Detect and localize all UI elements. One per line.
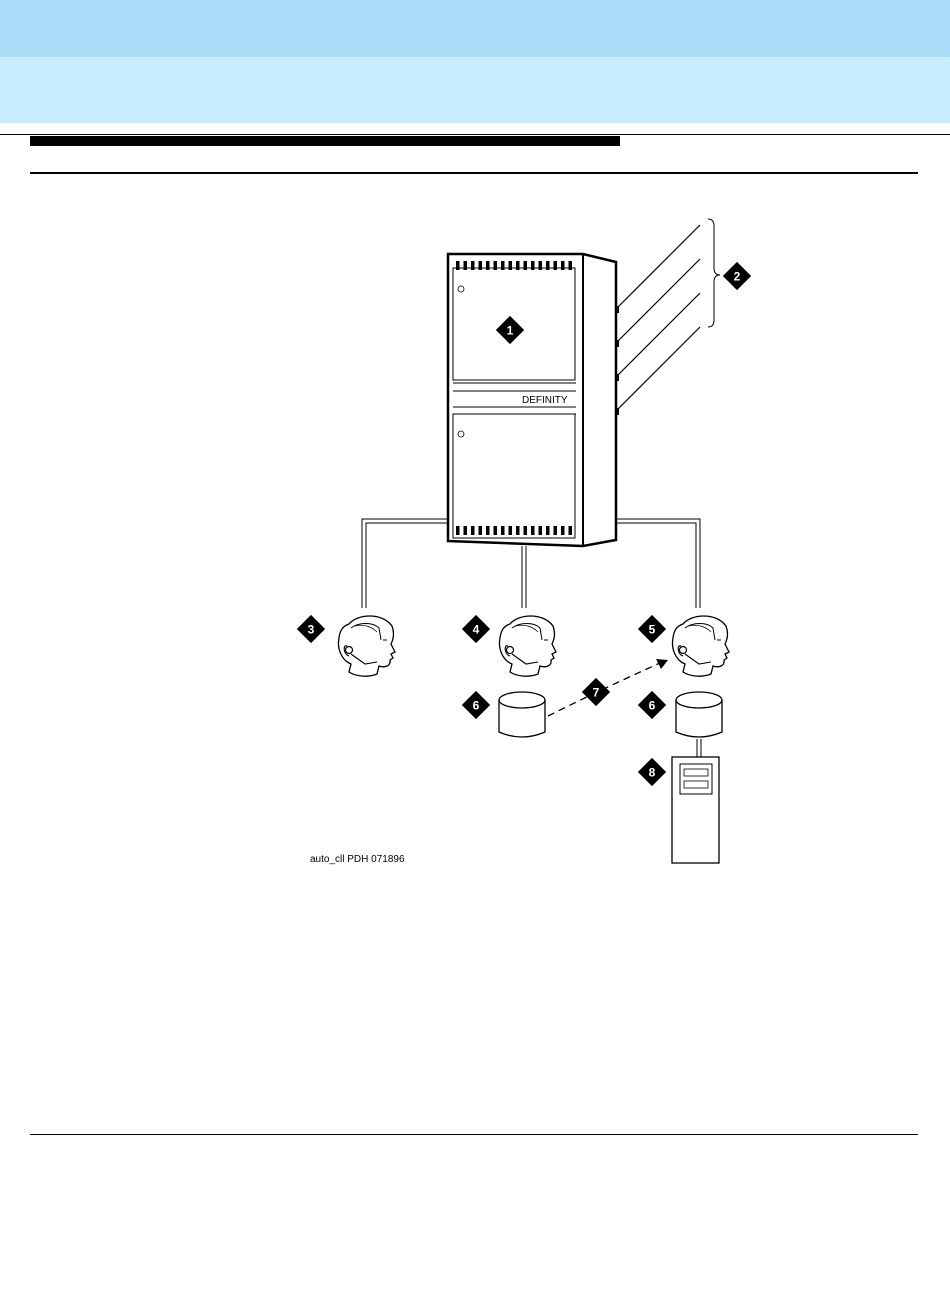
vent-slot <box>524 261 528 270</box>
vent-slot <box>494 261 498 270</box>
callout-5: 5 <box>638 615 666 643</box>
database-cylinder <box>499 692 545 737</box>
trunk-lines <box>616 225 700 411</box>
vent-slot <box>479 261 483 270</box>
callout-4: 4 <box>462 615 490 643</box>
callout-6: 6 <box>462 691 490 719</box>
callout-8: 8 <box>638 758 666 786</box>
agent-head <box>339 616 396 676</box>
vent-slot <box>501 526 505 535</box>
trunk-line <box>616 293 700 377</box>
svg-text:3: 3 <box>308 623 315 637</box>
svg-text:5: 5 <box>649 623 656 637</box>
vent-slot <box>524 526 528 535</box>
vent-slot <box>479 526 483 535</box>
vent-slot <box>494 526 498 535</box>
vent-slot <box>471 261 475 270</box>
vent-slot <box>539 526 543 535</box>
agent-head <box>673 616 730 676</box>
vent-slot <box>471 526 475 535</box>
trunk-bracket <box>708 219 720 327</box>
vent-slot <box>554 526 558 535</box>
vent-slot <box>464 261 468 270</box>
vent-slot <box>516 261 520 270</box>
svg-text:1: 1 <box>507 324 514 338</box>
vent-slot <box>509 261 513 270</box>
svg-text:6: 6 <box>649 699 656 713</box>
vent-slot <box>546 261 550 270</box>
cabinet-label: DEFINITY <box>522 395 568 406</box>
vent-slot <box>464 526 468 535</box>
vent-slot <box>531 526 535 535</box>
vent-slot <box>516 526 520 535</box>
vent-slot <box>531 261 535 270</box>
vent-slot <box>501 261 505 270</box>
callout-6: 6 <box>638 691 666 719</box>
host-computer <box>672 757 719 863</box>
vent-slot <box>509 526 513 535</box>
vent-slot <box>456 261 460 270</box>
vent-slot <box>486 526 490 535</box>
vent-slot <box>456 526 460 535</box>
svg-text:6: 6 <box>473 699 480 713</box>
svg-text:2: 2 <box>734 270 741 284</box>
vent-slot <box>569 526 573 535</box>
vent-slot <box>561 526 565 535</box>
vent-slot <box>561 261 565 270</box>
callout-3: 3 <box>297 615 325 643</box>
switch-cabinet: DEFINITY <box>448 254 616 546</box>
database-cylinder <box>676 692 722 737</box>
trunk-line <box>616 327 700 411</box>
trunk-line <box>616 225 700 309</box>
trunk-line <box>616 259 700 343</box>
svg-text:4: 4 <box>473 623 480 637</box>
vent-slot <box>569 261 573 270</box>
vent-slot <box>539 261 543 270</box>
vent-slot <box>546 526 550 535</box>
vent-slot <box>486 261 490 270</box>
figure-id: auto_cll PDH 071896 <box>310 854 405 865</box>
svg-text:7: 7 <box>593 686 600 700</box>
agent-head <box>500 616 557 676</box>
vent-slot <box>554 261 558 270</box>
svg-text:8: 8 <box>649 766 656 780</box>
callout-7: 7 <box>582 678 610 706</box>
callout-2: 2 <box>723 262 751 290</box>
